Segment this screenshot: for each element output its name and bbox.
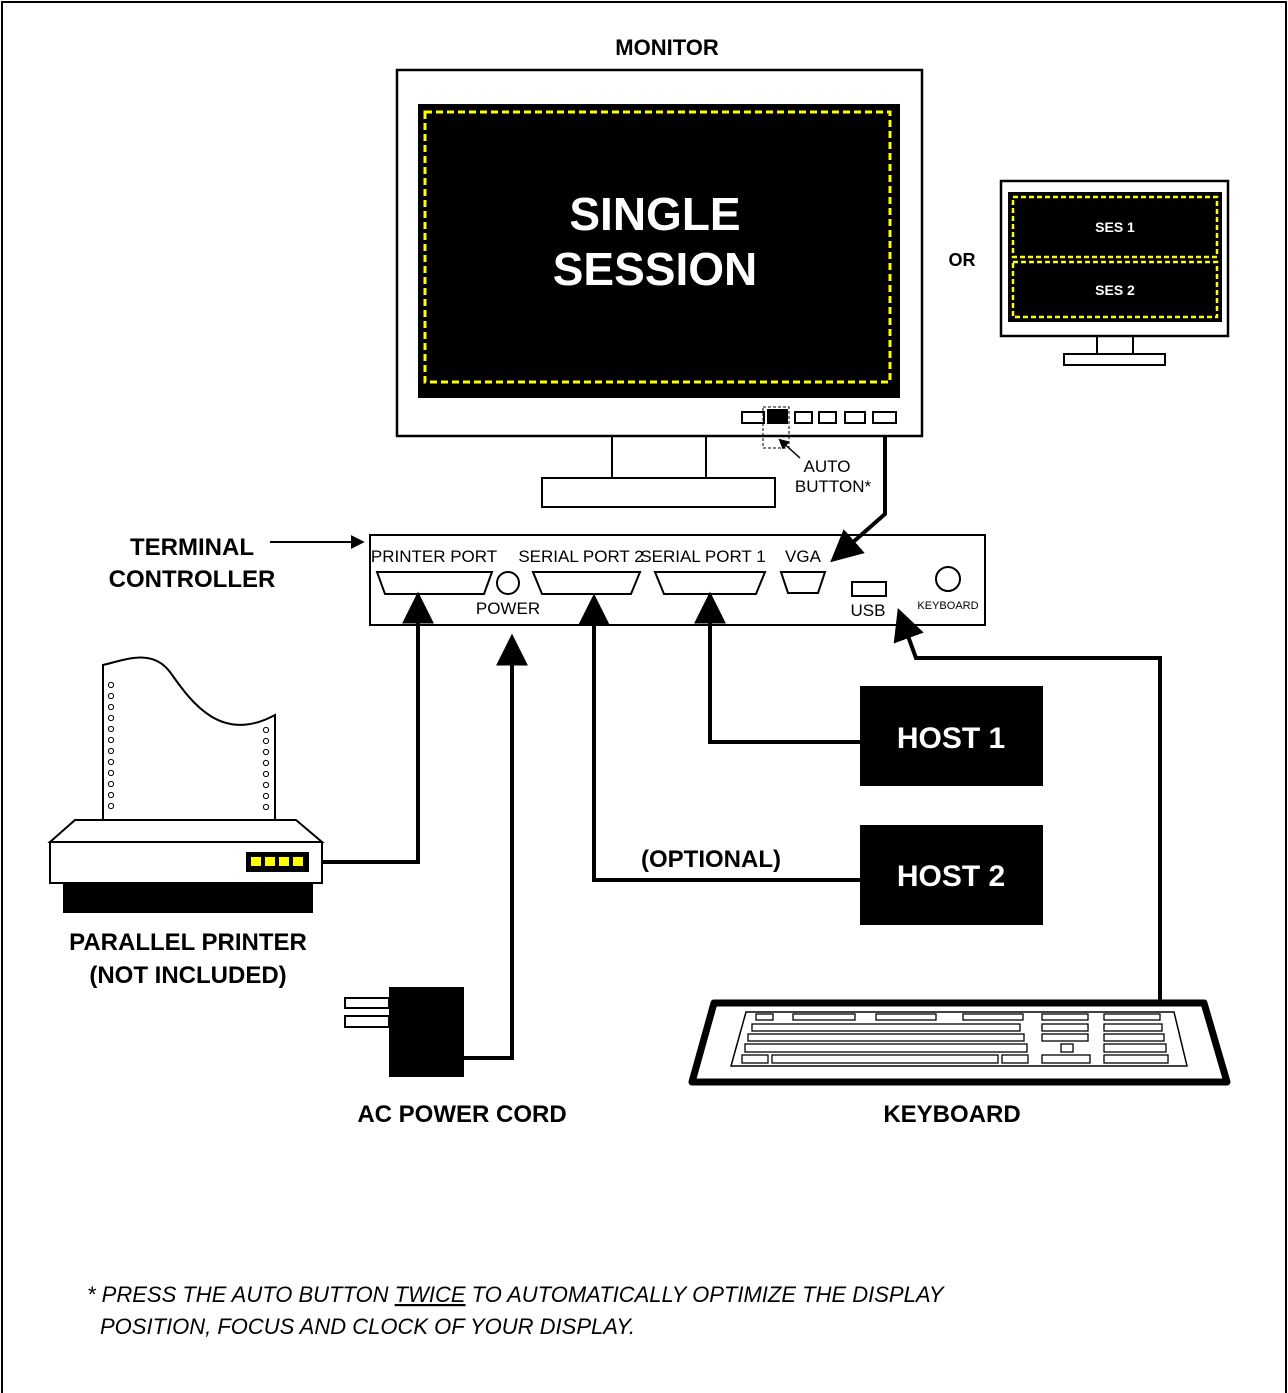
session2-dashed [1011,260,1219,319]
host2-label: HOST 2 [897,860,1005,893]
paper-feed-holes [107,681,270,811]
screen-line1: SINGLE [569,188,740,240]
terminal-controller: TERMINAL CONTROLLER PRINTER PORT SERIAL … [109,534,986,626]
printer-light [279,857,289,866]
small-monitor-screen [1008,192,1222,322]
cables [322,436,1162,1060]
monitor-title: MONITOR [615,35,719,60]
host1-cable [694,591,860,744]
session2-label: SES 2 [1095,282,1135,298]
session1-label: SES 1 [1095,219,1135,235]
screen-line2: SESSION [553,243,758,295]
host2: HOST 2 [860,825,1043,925]
keyboard-port[interactable] [935,566,961,592]
monitor-button [872,411,897,424]
monitor-button [844,411,866,424]
auto-label-line2: BUTTON* [795,477,872,496]
printer-light [293,857,303,866]
footnote-emphasis: TWICE [395,1282,466,1307]
controller-label-line1: TERMINAL [130,534,254,561]
serial-port-1[interactable] [653,571,767,595]
usb-port[interactable] [851,581,887,597]
screen-dashed-border [423,110,892,384]
printer-paper [102,656,276,821]
footnote: * PRESS THE AUTO BUTTON TWICE TO AUTOMAT… [87,1282,945,1339]
keyboard-label: KEYBOARD [883,1101,1020,1128]
monitor-front-buttons [741,409,897,424]
dual-session-monitor: OR SES 1 SES 2 [949,179,1230,366]
serial-port-2-label: SERIAL PORT 2 [518,547,643,566]
auto-button-pointer [778,438,801,459]
auto-label-line1: AUTO [804,457,851,476]
small-monitor-base [1063,353,1166,366]
printer-base [63,883,313,913]
host1-box [860,686,1043,786]
serial-port-2[interactable] [531,571,642,595]
printer-light [251,857,261,866]
ac-power-adapter: AC POWER CORD [344,987,567,1128]
host2-cable [578,593,860,882]
adapter-body [389,987,464,1077]
monitor-button [794,411,813,424]
serial-port-1-label: SERIAL PORT 1 [640,547,765,566]
host1: HOST 1 [860,686,1043,786]
host1-label: HOST 1 [897,722,1005,755]
usb-label: USB [851,601,886,620]
footnote-line1: * PRESS THE AUTO BUTTON TWICE TO AUTOMAT… [87,1282,945,1307]
controller-label-line2: CONTROLLER [109,566,276,593]
printer-top [47,819,325,843]
optional-label: (OPTIONAL) [641,846,781,873]
keyboard-port-label: KEYBOARD [917,600,978,612]
keyboard-cable [893,607,1162,1003]
monitor: MONITOR SINGLE SESSION AUTO BUTTON* [395,35,924,508]
keyboard: KEYBOARD [688,999,1231,1128]
auto-button-highlight [762,406,790,449]
monitor-button [741,411,765,424]
printer-label-line1: PARALLEL PRINTER [69,929,307,956]
power-jack[interactable] [496,571,520,595]
vga-cable [830,436,887,563]
monitor-screen [418,104,900,398]
printer-label-line2: (NOT INCLUDED) [89,962,286,989]
monitor-button [818,411,837,424]
vga-port[interactable] [779,571,827,594]
power-cable [464,633,528,1060]
adapter-prong [344,997,390,1009]
auto-button[interactable] [767,409,788,424]
printer-light [265,857,275,866]
printer-port-label: PRINTER PORT [371,547,497,566]
session1-dashed [1011,195,1219,259]
footnote-line2: POSITION, FOCUS AND CLOCK OF YOUR DISPLA… [100,1314,635,1339]
host2-box [860,825,1043,925]
vga-port-label: VGA [785,547,822,566]
parallel-printer: PARALLEL PRINTER (NOT INCLUDED) [47,656,325,989]
printer-cable [322,591,434,864]
or-label: OR [949,250,976,270]
printer-port[interactable] [375,571,494,595]
adapter-prong [344,1015,390,1028]
power-cord-label: AC POWER CORD [357,1101,566,1128]
monitor-base [541,477,776,508]
power-label: POWER [476,599,540,618]
keyboard-keys [741,1013,1169,1064]
